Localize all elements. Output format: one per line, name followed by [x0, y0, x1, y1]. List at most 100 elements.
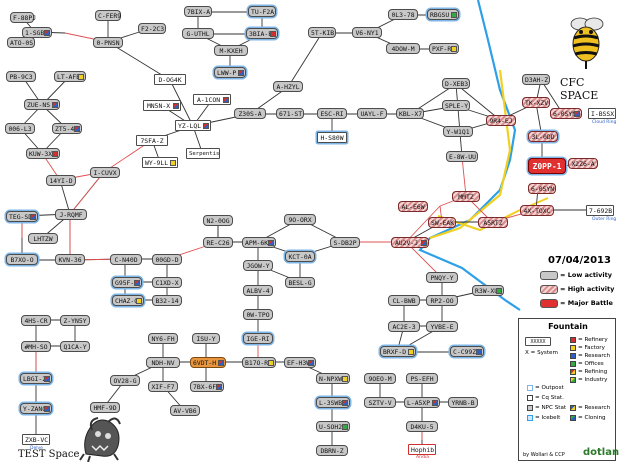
system-node[interactable]: Y-ZANO	[20, 403, 52, 414]
system-node[interactable]: TU-F2A	[248, 6, 276, 17]
system-node[interactable]: 4DOW-M	[386, 43, 420, 54]
system-node[interactable]: 1-SGBM	[22, 27, 52, 38]
system-node[interactable]: PNQY-Y	[426, 272, 458, 283]
system-node[interactable]: S-DB2P	[330, 237, 360, 248]
system-node[interactable]: SPLE-Y	[442, 100, 470, 111]
system-node[interactable]: MN5N-X	[143, 100, 181, 111]
system-node[interactable]: F2-2C3	[138, 23, 166, 34]
system-node[interactable]: PS-EFH	[406, 373, 438, 384]
system-node[interactable]: YVBE-E	[426, 321, 458, 332]
system-node[interactable]: E-8W-UU	[446, 151, 478, 162]
system-node[interactable]: 9OEO-M	[364, 373, 396, 384]
system-node[interactable]: Q1CA-Y	[60, 341, 90, 352]
system-node[interactable]: Serpentis	[186, 148, 220, 159]
system-node[interactable]: C-N40D	[110, 254, 142, 265]
system-node[interactable]: YRNB-B	[448, 397, 478, 408]
system-node[interactable]: #MH-SO	[21, 341, 51, 352]
system-node[interactable]: U-SOH2	[316, 421, 350, 432]
system-node[interactable]: X2Z6-A	[568, 158, 598, 169]
system-node[interactable]: N2-0OG	[203, 215, 233, 226]
system-node[interactable]: LWW-P	[214, 67, 246, 78]
system-node[interactable]: IGE-RI	[243, 333, 273, 344]
system-node[interactable]: 7BIX-A	[184, 6, 212, 17]
system-node[interactable]: UAYL-F	[357, 108, 387, 119]
system-node[interactable]: 0-PNSN	[93, 37, 123, 48]
system-node[interactable]: C1XD-X	[152, 277, 182, 288]
system-node[interactable]: AL-E6W	[398, 201, 428, 212]
system-node[interactable]: YZ-LQL	[175, 120, 211, 131]
system-node[interactable]: OV28-G	[110, 375, 140, 386]
system-node[interactable]: A-HZYL	[273, 81, 303, 92]
system-node[interactable]: ATO-0S	[7, 37, 35, 48]
system-node[interactable]: BESL-G	[285, 277, 315, 288]
system-node[interactable]: KUW-3X	[26, 148, 60, 159]
system-node[interactable]: AC2E-3	[388, 321, 420, 332]
system-node[interactable]: RE-C26	[203, 237, 233, 248]
system-node[interactable]: I-BSSX	[588, 108, 616, 119]
system-node[interactable]: AV-VB6	[170, 405, 200, 416]
system-node[interactable]: LT-AFB	[54, 71, 86, 82]
system-node[interactable]: LHTZW	[28, 233, 58, 244]
system-node[interactable]: 4HS-CR	[21, 315, 51, 326]
system-node[interactable]: SZTV-V	[364, 397, 396, 408]
system-node[interactable]: 3L-0DD	[528, 131, 558, 142]
system-node[interactable]: EF-H3W	[284, 357, 316, 368]
system-node[interactable]: ZUE-NS	[24, 99, 60, 110]
system-node[interactable]: Y-W1Q1	[443, 126, 473, 137]
system-node[interactable]: J-RQMF	[55, 209, 87, 220]
system-node[interactable]: G-UTHL	[182, 28, 214, 39]
system-node[interactable]: ZXB-VC	[22, 434, 50, 445]
system-node[interactable]: Z0PP-1	[528, 158, 566, 174]
system-node[interactable]: AU2V-J	[391, 237, 429, 248]
system-node[interactable]: 6VDT-H	[190, 357, 226, 368]
system-node[interactable]: XIF-F7	[148, 381, 178, 392]
system-node[interactable]: PB-9C3	[6, 71, 36, 82]
system-node[interactable]: KBL-X7	[396, 108, 424, 119]
system-node[interactable]: NDH-NV	[146, 357, 180, 368]
system-node[interactable]: 671-ST	[276, 108, 304, 119]
system-node[interactable]: A-1CON	[193, 94, 231, 105]
system-node[interactable]: 7SFA-Z	[136, 135, 168, 146]
system-node[interactable]: 6-0SYN	[528, 183, 556, 194]
system-node[interactable]: HMF-9D	[90, 402, 120, 413]
system-node[interactable]: F-88PJ	[10, 12, 36, 23]
system-node[interactable]: C-FER9	[95, 10, 121, 21]
system-node[interactable]: CHAZ-O	[112, 295, 144, 306]
system-node[interactable]: L-A5XP	[404, 397, 440, 408]
system-node[interactable]: D3AH-Z	[522, 74, 550, 85]
system-node[interactable]: TK-XZV	[522, 97, 550, 108]
system-node[interactable]: TEG-SD	[6, 211, 38, 222]
system-node[interactable]: C-C99Z	[450, 346, 484, 357]
system-node[interactable]: LBGI-2	[20, 373, 52, 384]
system-node[interactable]: ISU-Y	[192, 333, 220, 344]
system-node[interactable]: KCT-0A	[285, 251, 315, 262]
system-node[interactable]: 0W-TPO	[243, 309, 273, 320]
system-node[interactable]: ESC-RI	[317, 108, 347, 119]
system-node[interactable]: 9O-ORX	[284, 214, 316, 225]
system-node[interactable]: R3W-XU	[472, 285, 504, 296]
system-node[interactable]: 6-0SYN	[550, 108, 582, 119]
system-node[interactable]: 4X-TOXC	[520, 205, 554, 216]
system-node[interactable]: V6-NY1	[352, 27, 382, 38]
system-node[interactable]: I-CUVX	[90, 167, 120, 178]
system-node[interactable]: RBGSU	[427, 9, 459, 20]
system-node[interactable]: 5T-KIB	[308, 27, 336, 38]
system-node[interactable]: DBRN-Z	[316, 445, 348, 456]
system-node[interactable]: CL-BWB	[388, 295, 420, 306]
system-node[interactable]: 00GD-D	[152, 254, 182, 265]
system-node[interactable]: D4KU-5	[406, 421, 438, 432]
system-node[interactable]: B7XO-O	[6, 254, 38, 265]
system-node[interactable]: ALBV-4	[243, 285, 273, 296]
system-node[interactable]: 14YI-D	[46, 175, 76, 186]
system-node[interactable]: L-3SWB	[316, 397, 350, 408]
system-node[interactable]: G95F-H	[112, 277, 142, 288]
system-node[interactable]: PXF-RF	[429, 43, 459, 54]
system-node[interactable]: Hophib	[408, 444, 436, 455]
system-node[interactable]: 9R4-EJ	[486, 115, 516, 126]
system-node[interactable]: H-S80W	[317, 132, 347, 143]
system-node[interactable]: BRXF-D	[380, 346, 416, 357]
system-node[interactable]: 006-L3	[5, 123, 35, 134]
system-node[interactable]: N-NPXW	[316, 373, 350, 384]
system-node[interactable]: B32-14	[152, 295, 182, 306]
system-node[interactable]: 7-692B	[586, 205, 614, 216]
